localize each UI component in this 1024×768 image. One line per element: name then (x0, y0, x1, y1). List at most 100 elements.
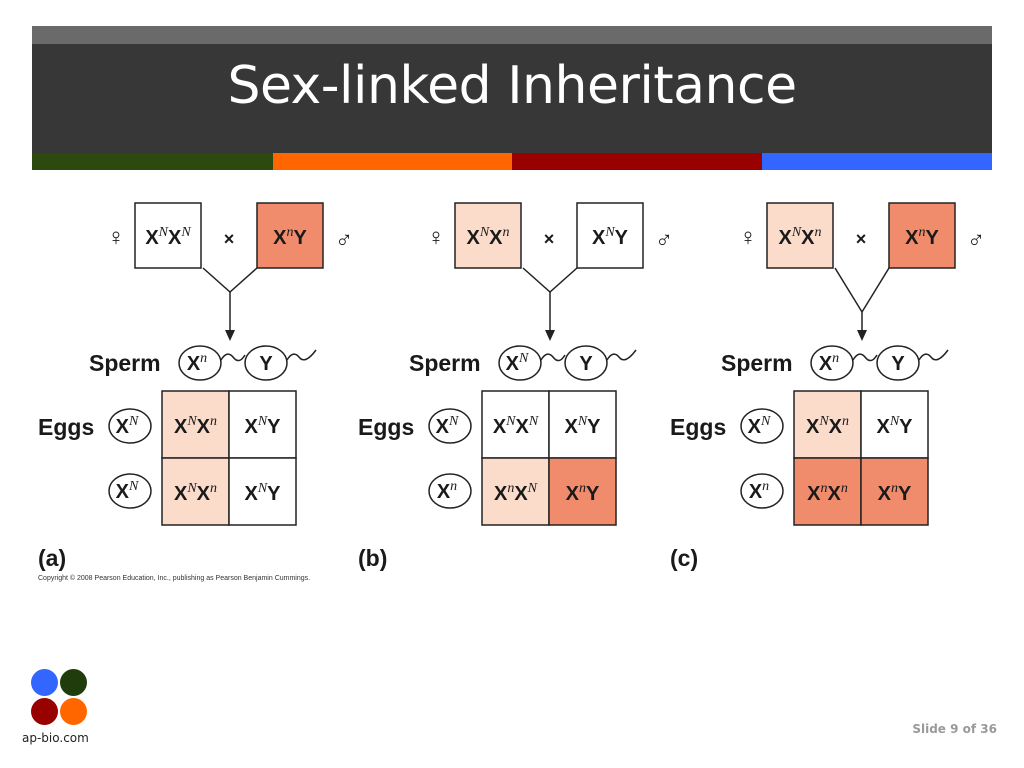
panel-1-cell-1-2 (228, 390, 297, 459)
panel-1-cell-2-1-genotype: XNXn (174, 481, 217, 505)
stripe-segment-blue (762, 153, 992, 170)
panel-3-female-symbol: ♀ (739, 224, 757, 251)
panel-2-cell-1-1 (481, 390, 550, 459)
panel-2-sperm-label: Sperm (409, 350, 481, 376)
panel-3-cell-1-1-genotype: XNXn (806, 414, 849, 438)
panel-2-female-genotype: XNXn (466, 225, 509, 249)
panel-1-male-symbol: ♂ (335, 227, 353, 254)
panel-2-cell-2-2-genotype: XnY (566, 481, 600, 505)
panel-3-sperm-2-label: Y (891, 353, 905, 375)
panel-1-arrow-head (225, 330, 235, 341)
copyright-notice: Copyright © 2008 Pearson Education, Inc.… (38, 575, 311, 582)
panel-3-egg-1-oval (740, 408, 784, 444)
panel-2-arrow-head (545, 330, 555, 341)
panel-2-cross-symbol: × (544, 229, 555, 249)
panel-2-eggs-label: Eggs (358, 414, 414, 440)
panel-3-egg-1-label: XN (748, 414, 771, 438)
panel-1-sperm-2-oval (244, 345, 288, 381)
panel-3-male-genotype: XnY (905, 225, 939, 249)
panel-1-male-box (256, 202, 324, 269)
panel-3-cell-2-1-genotype: XnXn (807, 481, 848, 505)
panel-2-egg-1-oval (428, 408, 472, 444)
panel-2-connector (522, 267, 578, 294)
panel-3-egg-2-oval (740, 473, 784, 509)
panel-3-female-box (766, 202, 834, 269)
panel-1-egg-2-label: XN (116, 479, 139, 503)
panel-1-egg-1-label: XN (116, 414, 139, 438)
panel-1-cell-2-1 (161, 457, 230, 526)
panel-3-sperm-2-tail (918, 349, 949, 361)
panel-2-male-genotype: XNY (592, 225, 629, 249)
panel-2-letter: (b) (358, 545, 387, 571)
panel-2-female-symbol: ♀ (427, 224, 445, 251)
panel-3-sperm-1-oval (810, 345, 854, 381)
stripe-segment-red (512, 153, 762, 170)
panel-1-cross-symbol: × (224, 229, 235, 249)
panel-2-sperm-2-oval (564, 345, 608, 381)
panel-1-cell-2-2 (228, 457, 297, 526)
panel-1-sperm-1-oval (178, 345, 222, 381)
panel-1-letter: (a) (38, 545, 66, 571)
panel-2-egg-2-label: Xn (437, 479, 457, 503)
panel-1-connector (202, 267, 258, 294)
panel-2-male-symbol: ♂ (655, 227, 673, 254)
panel-3-sperm-1-tail (852, 353, 878, 362)
panel-3-egg-2-label: Xn (749, 479, 769, 503)
panel-2-sperm-1-label: XN (506, 351, 529, 375)
stripe-segment-orange (273, 153, 512, 170)
panel-1-sperm-label: Sperm (89, 350, 161, 376)
panel-1-egg-2-oval (108, 473, 152, 509)
panel-2-cell-2-1 (481, 457, 550, 526)
panel-3-cell-2-2 (860, 457, 929, 526)
panel-1-cell-1-1 (161, 390, 230, 459)
panel-1-cell-2-2-genotype: XNY (244, 481, 281, 505)
panel-2-sperm-2-label: Y (579, 353, 593, 375)
panel-1-sperm-2-tail (286, 349, 317, 361)
logo-text: ap-bio.com (22, 731, 89, 745)
panel-3-male-symbol: ♂ (967, 227, 985, 254)
stripe-segment-green (32, 153, 273, 170)
panel-1-cell-1-1-genotype: XNXn (174, 414, 217, 438)
panel-2-female-box (454, 202, 522, 269)
panel-3-cell-1-2-genotype: XNY (876, 414, 913, 438)
panel-3-female-genotype: XNXn (778, 225, 821, 249)
panel-3-cell-1-2 (860, 390, 929, 459)
panel-2-cell-1-1-genotype: XNXN (493, 414, 539, 438)
panel-3-arrow-head (857, 330, 867, 341)
panel-1-egg-1-oval (108, 408, 152, 444)
logo-circle-orange (60, 698, 87, 725)
panel-3-cross-symbol: × (856, 229, 867, 249)
panel-2-egg-2-oval (428, 473, 472, 509)
ap-bio-logo (31, 669, 87, 725)
panel-2-male-box (576, 202, 644, 269)
panel-3-male-box (888, 202, 956, 269)
logo-circle-blue (31, 669, 58, 696)
panel-1-female-box (134, 202, 202, 269)
panel-2-sperm-2-tail (606, 349, 637, 361)
panel-2-sperm-1-oval (498, 345, 542, 381)
panel-3-connector (834, 267, 890, 314)
panel-1-sperm-2-label: Y (259, 353, 273, 375)
panel-2-sperm-1-tail (540, 353, 566, 362)
panel-3-letter: (c) (670, 545, 698, 571)
panel-1-sperm-1-label: Xn (187, 351, 207, 375)
panel-3-cell-2-2-genotype: XnY (878, 481, 912, 505)
slide-title: Sex-linked Inheritance (227, 56, 797, 116)
panel-1-female-genotype: XNXN (145, 225, 191, 249)
panel-2-egg-1-label: XN (436, 414, 459, 438)
panel-3-eggs-label: Eggs (670, 414, 726, 440)
panel-3-sperm-1-label: Xn (819, 351, 839, 375)
title-bar-highlight (32, 26, 992, 44)
panel-2-cell-1-2-genotype: XNY (564, 414, 601, 438)
panel-1-female-symbol: ♀ (107, 224, 125, 251)
panel-3-sperm-label: Sperm (721, 350, 793, 376)
title-bar (32, 26, 992, 154)
panel-2-cell-2-1-genotype: XnXN (494, 481, 538, 505)
color-stripe (32, 153, 992, 170)
panel-1-sperm-1-tail (220, 353, 246, 362)
panel-3-sperm-2-oval (876, 345, 920, 381)
panel-2-cell-1-2 (548, 390, 617, 459)
panel-2-cell-2-2 (548, 457, 617, 526)
logo-circle-red (31, 698, 58, 725)
slide-number: Slide 9 of 36 (912, 722, 997, 736)
